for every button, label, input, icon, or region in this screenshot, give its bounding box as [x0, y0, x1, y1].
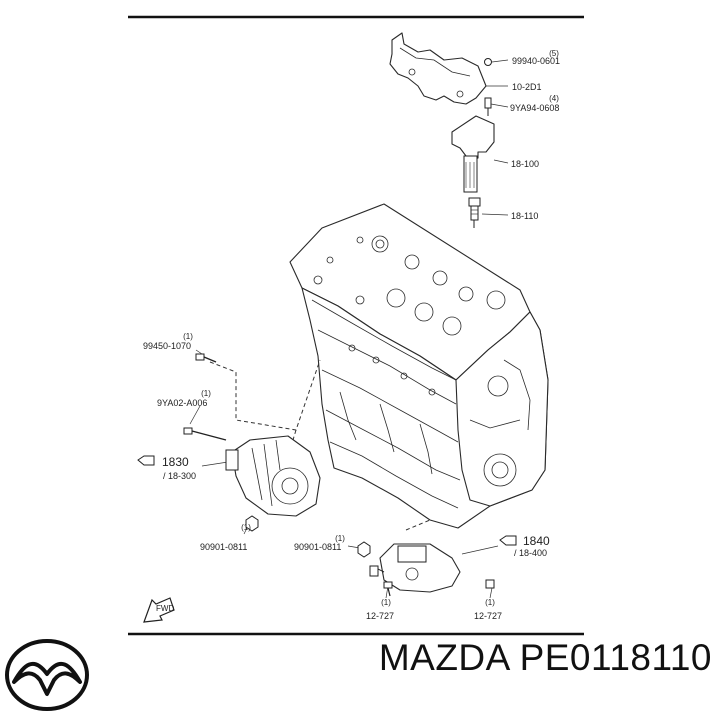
bolt-starter-right-icon: [485, 579, 495, 589]
callout-18-100: 18-100: [511, 159, 539, 169]
callout-99940: (5) 99940-0601: [512, 49, 560, 66]
callout-1830: 1830 / 18-300: [162, 455, 196, 481]
bolt-99940-icon: [484, 58, 492, 66]
callout-part: 18-100: [511, 159, 539, 169]
starter-motor: [369, 543, 461, 593]
engine-block: [289, 203, 549, 529]
ignition-coil: [451, 115, 495, 193]
callout-part: 9YA94-0608: [510, 103, 559, 113]
ref-arrow-1830-icon: [137, 455, 155, 466]
alternator: [225, 435, 321, 517]
callout-90901-left: (1) 90901-0811: [200, 523, 251, 552]
part-number: PE0118110: [519, 637, 712, 678]
bolt-9ya94-icon: [484, 97, 492, 116]
callout-part: 99450-1070: [143, 341, 191, 351]
callout-qty: (1): [183, 332, 193, 341]
callout-99450: (1) 99450-1070: [143, 332, 193, 351]
callout-18-110: 18-110: [511, 211, 538, 221]
fwd-label: FWD: [156, 604, 174, 613]
callout-sub: / 18-300: [163, 471, 196, 481]
callout-ref: 1830: [162, 455, 189, 469]
callout-part: 99940-0601: [512, 56, 560, 66]
callout-qty: (1): [201, 389, 211, 398]
bolt-9ya02-icon: [183, 427, 227, 441]
nut-starter-icon: [357, 541, 371, 558]
callout-qty: (4): [549, 94, 559, 103]
callout-12-727-left: (1) 12-727: [366, 598, 394, 621]
callout-9ya94: (4) 9YA94-0608: [510, 94, 559, 113]
callout-12-727-right: (1) 12-727: [474, 598, 502, 621]
callout-qty: (1): [381, 598, 391, 607]
bolt-99450-icon: [195, 353, 217, 363]
callout-qty: (1): [241, 523, 251, 532]
mazda-logo-icon: [5, 639, 89, 711]
callout-9ya02: (1) 9YA02-A006: [157, 389, 211, 408]
callout-part: 90901-0811: [294, 542, 341, 552]
callout-part: 9YA02-A006: [157, 398, 207, 408]
spark-plug: [468, 197, 481, 228]
callout-part: 12-727: [474, 611, 502, 621]
callout-part: 90901-0811: [200, 542, 247, 552]
callout-part: 12-727: [366, 611, 394, 621]
callout-sub: / 18-400: [514, 548, 547, 558]
callout-part: 10-2D1: [512, 82, 542, 92]
callout-qty: (1): [485, 598, 495, 607]
fwd-arrow-icon: FWD: [143, 597, 175, 623]
bolt-starter-left-icon: [383, 581, 393, 597]
callout-1840: 1840 / 18-400: [514, 534, 550, 558]
callout-part: 18-110: [511, 211, 538, 221]
callout-90901-right: (1) 90901-0811: [294, 534, 345, 552]
footer-part-line: MAZDA PE0118110: [367, 630, 712, 686]
callout-10-2d1: 10-2D1: [512, 82, 542, 92]
brand-name: MAZDA: [378, 637, 509, 678]
callout-ref: 1840: [523, 534, 550, 548]
ref-arrow-1840-icon: [499, 535, 517, 546]
coil-bracket: [389, 32, 487, 105]
nut-alternator-icon: [245, 515, 259, 532]
callout-qty: (1): [335, 534, 345, 543]
callout-qty: (5): [549, 49, 559, 58]
